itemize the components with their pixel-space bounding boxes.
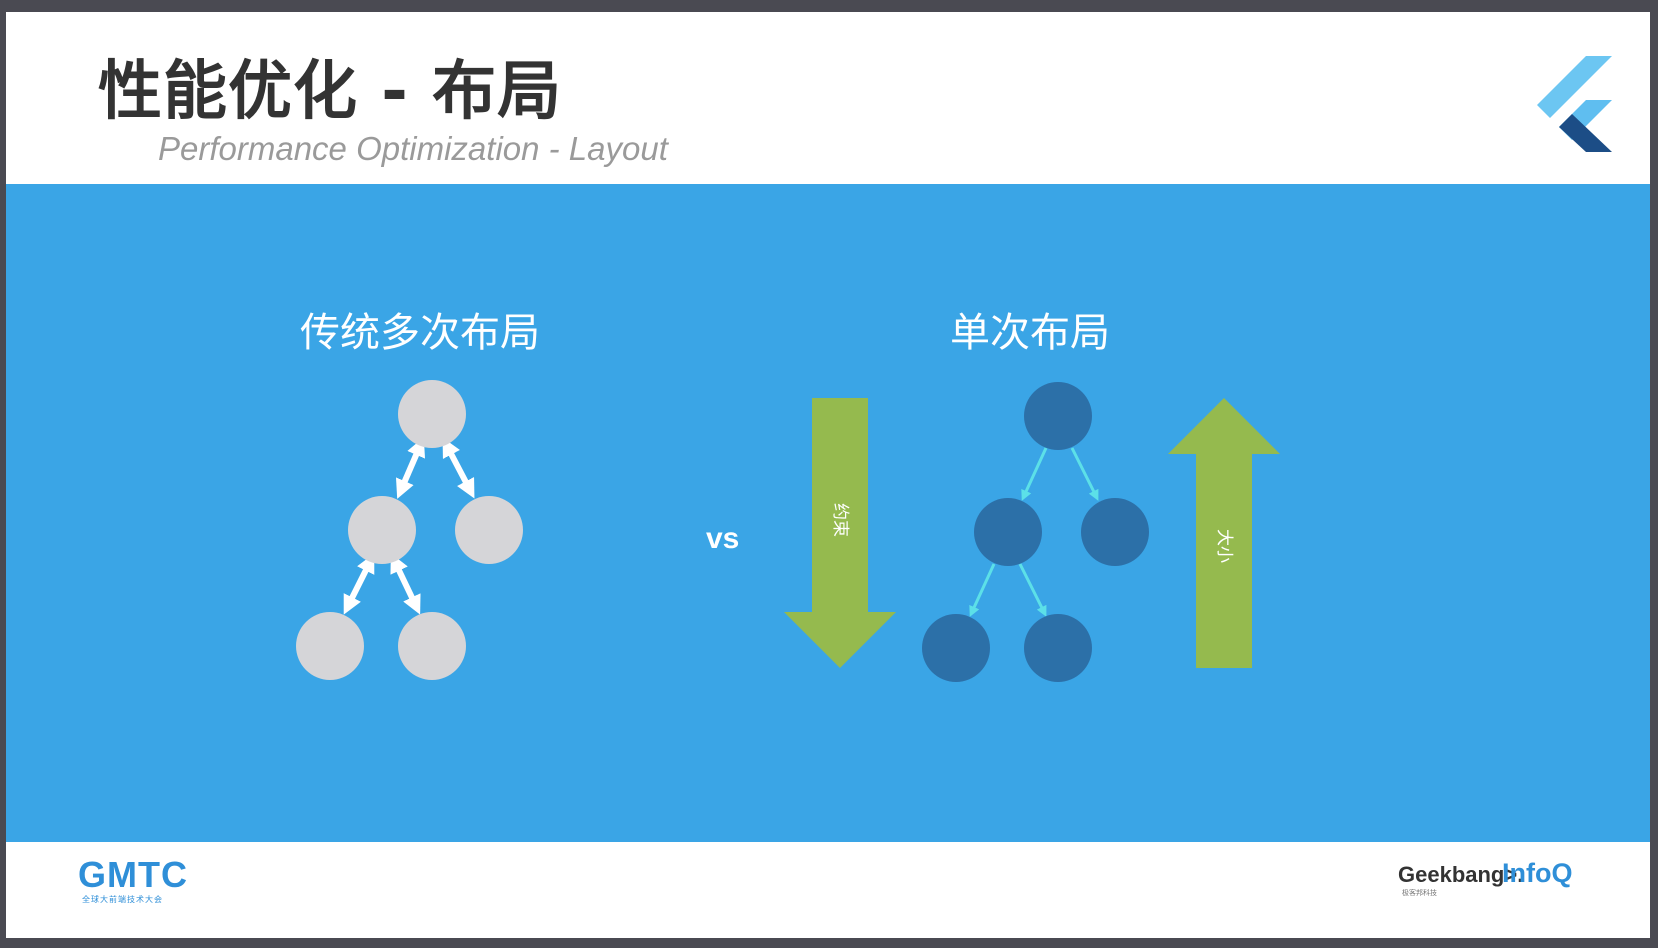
- single-layout-label: 单次布局: [950, 310, 1110, 356]
- tree-node: [1081, 498, 1149, 566]
- vs-label: vs: [706, 522, 740, 555]
- flutter-logo-top-bar: [1537, 56, 1612, 118]
- flutter-logo-bottom-bar: [1559, 114, 1612, 152]
- layout-comparison-diagram: 约束 大小: [296, 380, 1280, 682]
- gmtc-logo: GMTC: [78, 854, 188, 895]
- bidirectional-edge: [390, 553, 421, 615]
- geekbang-logo: Geekbang>.: [1398, 862, 1524, 887]
- slide: 性能优化 - 布局 Performance Optimization - Lay…: [6, 12, 1650, 938]
- directed-edge: [1070, 447, 1099, 501]
- size-up-arrow: 大小: [1168, 398, 1280, 668]
- bidirectional-edge: [442, 437, 475, 499]
- infoq-logo: InfoQ: [1502, 858, 1573, 888]
- directed-edge: [1018, 563, 1047, 617]
- tree-node: [974, 498, 1042, 566]
- single-layout-tree: [922, 382, 1149, 682]
- slide-header: 性能优化 - 布局 Performance Optimization - Lay…: [6, 12, 1650, 184]
- tree-node: [398, 380, 466, 448]
- tree-node: [398, 612, 466, 680]
- directed-edge: [969, 563, 996, 617]
- size-label: 大小: [1214, 529, 1234, 563]
- constraints-label: 约束: [830, 503, 850, 537]
- bidirectional-edge: [395, 437, 426, 499]
- tree-node: [1024, 614, 1092, 682]
- gmtc-logo-subtitle: 全球大前端技术大会: [82, 895, 163, 904]
- bidirectional-edge: [343, 553, 375, 615]
- slide-footer: GMTC 全球大前端技术大会 Geekbang>. 极客邦科技 InfoQ: [6, 842, 1650, 938]
- tree-node: [1024, 382, 1092, 450]
- tree-node: [455, 496, 523, 564]
- directed-edge: [1021, 447, 1048, 501]
- slide-title: 性能优化 - 布局: [98, 55, 563, 129]
- slide-subtitle: Performance Optimization - Layout: [158, 130, 668, 167]
- flutter-logo-icon: [1537, 56, 1612, 152]
- tree-node: [922, 614, 990, 682]
- tree-node: [348, 496, 416, 564]
- traditional-layout-tree: [296, 380, 523, 680]
- traditional-layout-label: 传统多次布局: [300, 310, 540, 356]
- constraints-down-arrow: 约束: [784, 398, 896, 668]
- geekbang-logo-subtitle: 极客邦科技: [1402, 890, 1437, 897]
- diagram-area: 传统多次布局 单次布局 vs: [6, 184, 1650, 842]
- tree-node: [296, 612, 364, 680]
